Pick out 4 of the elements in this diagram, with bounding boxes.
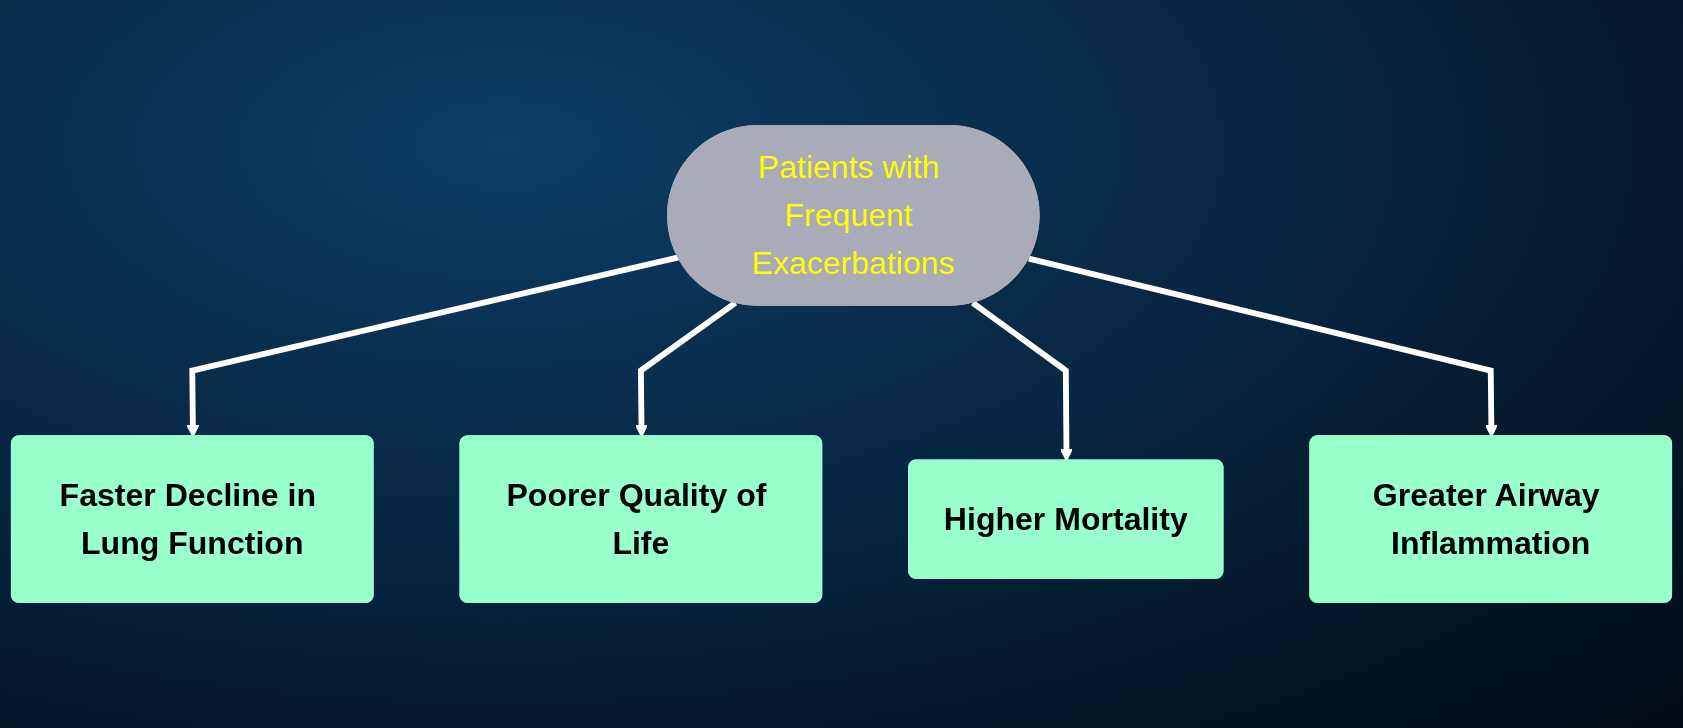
arrow [186, 254, 680, 438]
arrow [1028, 255, 1498, 438]
arrow [971, 300, 1073, 462]
arrow [635, 300, 738, 438]
